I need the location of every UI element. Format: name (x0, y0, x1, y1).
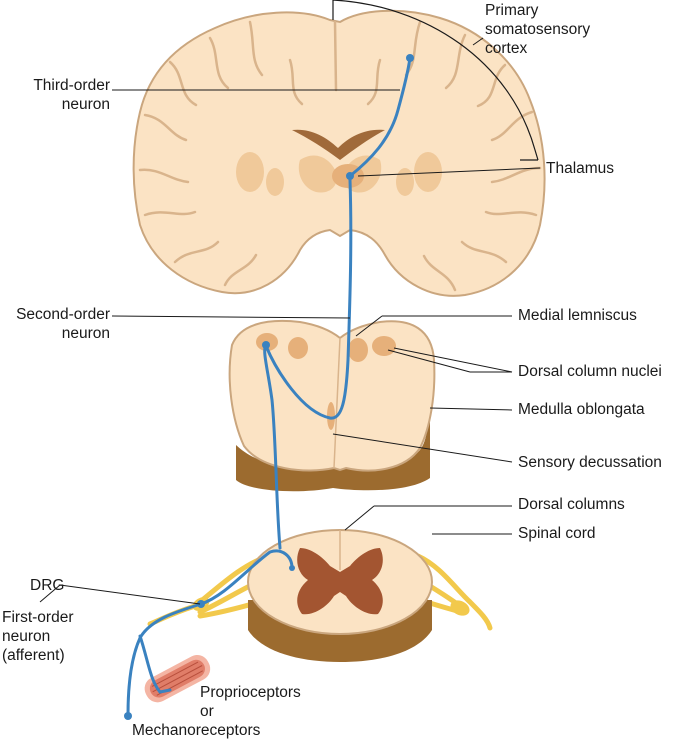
label-line: somatosensory (485, 21, 591, 38)
label-medial-lemniscus: Medial lemniscus (518, 306, 637, 325)
label-third-order-neuron: Third-order neuron (8, 76, 110, 114)
label-drg: DRG (30, 576, 64, 595)
label-line: First-order (2, 609, 74, 626)
label-line: cortex (485, 40, 528, 57)
label-dorsal-column-nuclei: Dorsal column nuclei (518, 362, 662, 381)
label-primary-somatosensory-cortex: Primary somatosensory cortex (485, 1, 590, 58)
label-medulla-oblongata: Medulla oblongata (518, 400, 645, 419)
label-second-order-neuron: Second-order neuron (0, 305, 110, 343)
second-order-neuron-path (264, 178, 353, 420)
label-line: Medulla oblongata (518, 401, 645, 418)
label-receptors: Proprioceptors or Mechanoreceptors (132, 683, 301, 740)
label-spinal-cord: Spinal cord (518, 524, 596, 543)
brain-coronal-section (132, 9, 546, 297)
label-line: Proprioceptors (200, 684, 301, 701)
label-line: or (200, 703, 214, 720)
spinal-gray-matter (297, 548, 383, 615)
label-first-order-neuron: First-order neuron (afferent) (2, 608, 73, 665)
medulla-outline (228, 319, 436, 472)
cortex-bracket (332, 0, 539, 161)
leader-lines (39, 37, 541, 605)
label-line: Spinal cord (518, 525, 596, 542)
label-line: Second-order (16, 306, 110, 323)
neuron-terminals (124, 54, 414, 720)
label-line: neuron (2, 628, 51, 645)
medulla-oblongata-section (228, 319, 436, 492)
label-sensory-decussation: Sensory decussation (518, 453, 662, 472)
label-dorsal-columns: Dorsal columns (518, 495, 625, 514)
label-line: Dorsal column nuclei (518, 363, 662, 380)
lateral-ventricles (292, 129, 385, 160)
label-line: Thalamus (546, 160, 615, 177)
label-line: Sensory decussation (518, 454, 662, 471)
label-thalamus: Thalamus (546, 159, 614, 178)
label-line: (afferent) (2, 647, 65, 664)
third-order-neuron-path (348, 56, 412, 178)
spinal-cord-section (147, 529, 493, 662)
dorsal-column-nuclei (256, 333, 396, 362)
label-line: neuron (61, 96, 110, 113)
label-line: Medial lemniscus (518, 307, 637, 324)
label-line: Dorsal columns (518, 496, 625, 513)
label-line: neuron (61, 325, 110, 342)
decussation-midline (327, 402, 335, 430)
label-line: DRG (30, 577, 65, 594)
label-line: Mechanoreceptors (132, 722, 261, 739)
label-line: Third-order (33, 77, 110, 94)
label-line: Primary (485, 2, 539, 19)
